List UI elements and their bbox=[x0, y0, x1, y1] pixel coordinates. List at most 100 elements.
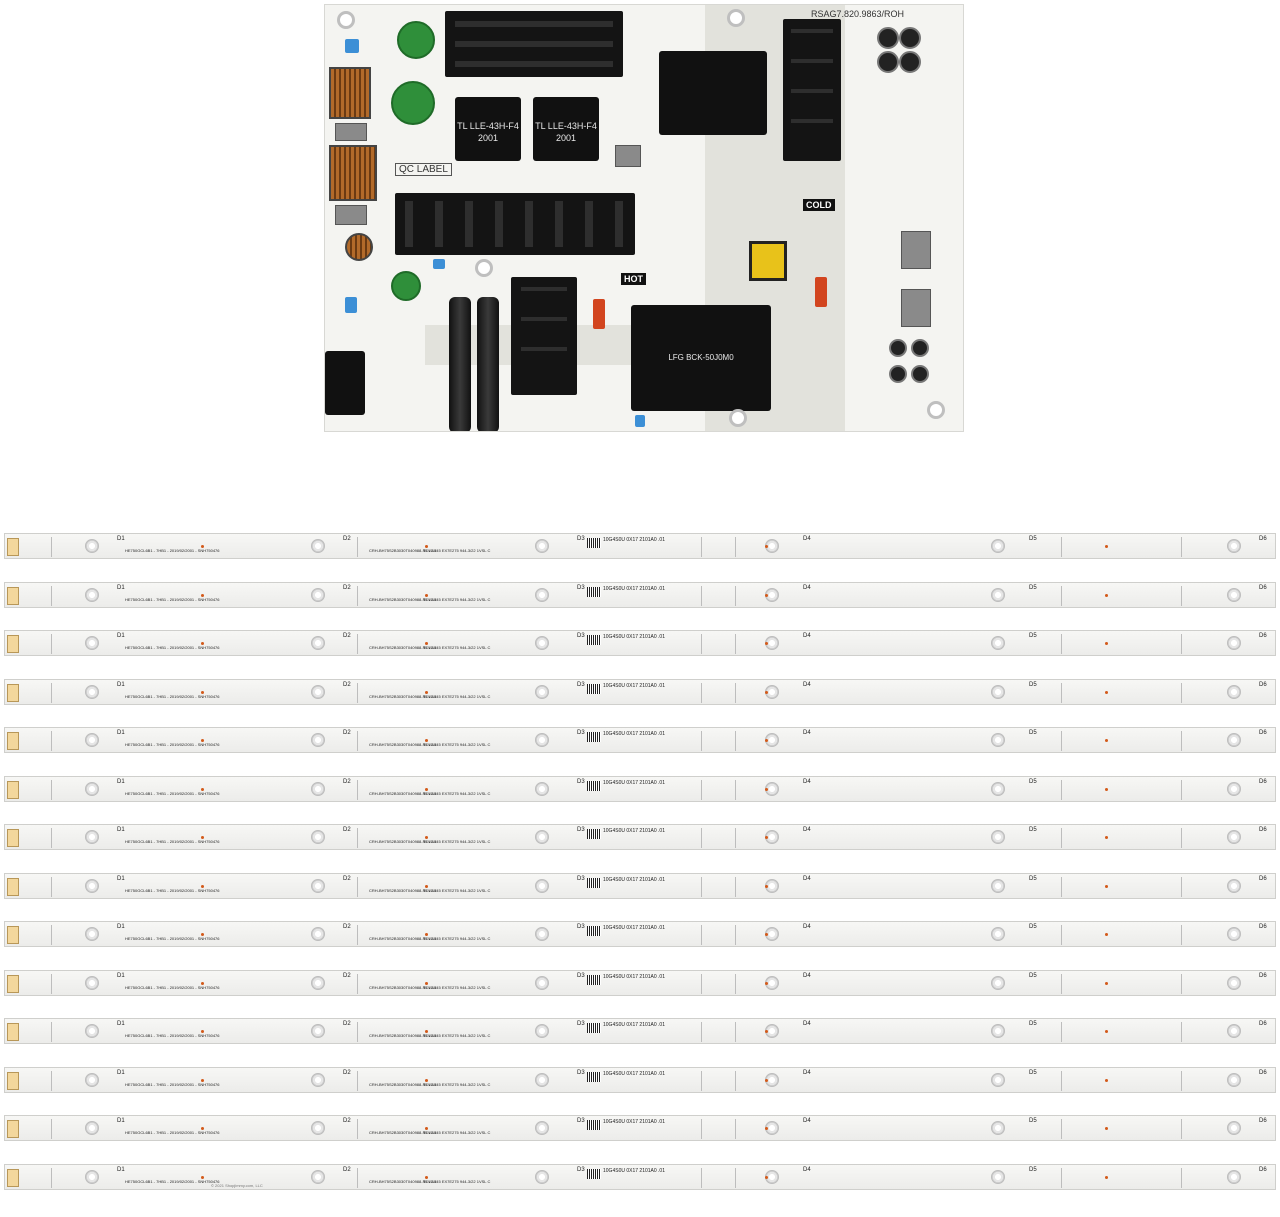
electrolytic-capacitor bbox=[477, 297, 499, 431]
led-lens bbox=[311, 975, 325, 990]
strip-print-left: HE750GCL6B1 - 7HB1 - 2019/02/2001 - SNH7… bbox=[125, 548, 220, 553]
solder-dot bbox=[201, 739, 204, 742]
strip-segment-divider bbox=[357, 973, 358, 994]
blue-capacitor bbox=[345, 297, 357, 313]
strip-stamp: 10G4S0U 0X17 2101A0 .01 bbox=[603, 634, 665, 640]
strip-segment-divider bbox=[701, 682, 702, 703]
led-lens bbox=[991, 1121, 1005, 1135]
solder-dot bbox=[765, 787, 768, 791]
strip-print-left: HE750GCL6B1 - 7HB1 - 2019/02/2001 - SNH7… bbox=[125, 887, 220, 893]
strip-segment-divider bbox=[1061, 1022, 1062, 1042]
strip-print-left: HE750GCL6B1 - 7HB1 - 2019/02/2001 - SNH7… bbox=[125, 693, 220, 699]
strip-segment-divider bbox=[735, 779, 736, 800]
led-lens bbox=[311, 781, 325, 796]
solder-dot bbox=[201, 1030, 204, 1033]
led-label: D4 bbox=[803, 778, 811, 785]
solder-dot bbox=[425, 1030, 428, 1033]
strip-segment-divider bbox=[735, 876, 736, 897]
electrolytic-capacitor bbox=[449, 297, 471, 431]
strip-stamp: 10G4S0U 0X17 2101A0 .01 bbox=[603, 1070, 665, 1077]
led-lens bbox=[311, 1121, 325, 1135]
strip-segment-divider bbox=[735, 1070, 736, 1091]
led-label: D5 bbox=[1029, 924, 1037, 930]
strip-segment-divider bbox=[735, 634, 736, 654]
solder-dot bbox=[425, 981, 428, 985]
strip-stamp: 10G4S0U 0X17 2101A0 .01 bbox=[603, 973, 665, 980]
solder-dot bbox=[201, 642, 204, 645]
led-label: D6 bbox=[1259, 633, 1267, 639]
led-lens bbox=[1227, 587, 1241, 602]
mounting-hole bbox=[729, 409, 747, 427]
led-lens bbox=[85, 733, 99, 747]
strip-segment-divider bbox=[701, 876, 702, 897]
strip-segment-divider bbox=[1181, 779, 1182, 800]
strip-stamp: 10G4S0U 0X17 2101A0 .01 bbox=[603, 779, 665, 786]
film-capacitor bbox=[593, 299, 605, 329]
strip-segment-divider bbox=[1061, 925, 1062, 945]
strip-segment-divider bbox=[735, 585, 736, 606]
watermark: © 2021 Shopjimmy.com, LLC bbox=[211, 1182, 263, 1188]
strip-segment-divider bbox=[701, 828, 702, 848]
led-label: D6 bbox=[1259, 875, 1267, 882]
led-lens bbox=[1227, 733, 1241, 747]
strip-segment-divider bbox=[51, 779, 52, 800]
led-lens bbox=[311, 1072, 325, 1087]
strip-segment-divider bbox=[701, 1119, 702, 1139]
strip-segment-divider bbox=[51, 537, 52, 557]
strip-segment-divider bbox=[51, 828, 52, 848]
small-capacitor bbox=[911, 339, 929, 357]
strip-print-mid2: TL-LAV45 EX7E275 944-3/22 1VSL C bbox=[423, 693, 491, 699]
strip-segment-divider bbox=[735, 537, 736, 557]
strip-connector bbox=[7, 1023, 19, 1041]
strip-connector bbox=[7, 635, 19, 653]
led-lens bbox=[535, 927, 549, 941]
led-label: D4 bbox=[803, 584, 811, 591]
led-label: D3 bbox=[577, 633, 585, 639]
strip-print-mid: CRH-BH75S2B3030T040988-REV1.3 bbox=[369, 984, 437, 990]
barcode bbox=[587, 974, 601, 985]
led-lens bbox=[85, 830, 99, 844]
solder-dot bbox=[425, 593, 428, 597]
strip-stamp: 10G4S0U 0X17 2101A0 .01 bbox=[603, 537, 665, 543]
transformer-large-top bbox=[659, 51, 767, 135]
strip-print-left: HE750GCL6B1 - 7HB1 - 2019/02/2001 - SNH7… bbox=[125, 790, 220, 796]
solder-dot bbox=[1105, 1030, 1108, 1033]
strip-print-left: HE750GCL6B1 - 7HB1 - 2019/02/2001 - SNH7… bbox=[125, 1130, 220, 1135]
led-lens bbox=[991, 636, 1005, 650]
barcode bbox=[587, 780, 601, 791]
common-mode-choke bbox=[329, 145, 377, 201]
ac-inlet-connector bbox=[325, 351, 365, 415]
strip-print-left: HE750GCL6B1 - 7HB1 - 2019/02/2001 - SNH7… bbox=[125, 596, 220, 602]
led-label: D2 bbox=[343, 778, 351, 785]
led-label: D3 bbox=[577, 827, 585, 833]
strip-print-mid: CRH-BH75S2B3030T040988-REV1.3 bbox=[369, 596, 437, 602]
led-lens bbox=[1227, 781, 1241, 796]
strip-segment-divider bbox=[357, 1022, 358, 1042]
led-lens bbox=[311, 636, 325, 650]
strip-print-left: HE750GCL6B1 - 7HB1 - 2019/02/2001 - SNH7… bbox=[125, 984, 220, 990]
strip-print-mid: CRH-BH75S2B3030T040988-REV1.3 bbox=[369, 548, 437, 553]
strip-segment-divider bbox=[357, 682, 358, 703]
led-label: D1 bbox=[117, 1118, 125, 1124]
strip-segment-divider bbox=[1181, 1070, 1182, 1091]
led-label: D2 bbox=[343, 1166, 351, 1173]
led-label: D5 bbox=[1029, 827, 1037, 833]
mounting-hole bbox=[475, 259, 493, 277]
strip-print-mid: CRH-BH75S2B3030T040988-REV1.3 bbox=[369, 1081, 437, 1087]
main-transformer-label: LFG BCK-50J0M0 bbox=[668, 353, 734, 362]
strip-segment-divider bbox=[1181, 973, 1182, 994]
led-label: D5 bbox=[1029, 1021, 1037, 1027]
small-capacitor bbox=[877, 27, 899, 49]
strip-segment-divider bbox=[735, 682, 736, 703]
strip-segment-divider bbox=[1061, 1167, 1062, 1188]
barcode bbox=[587, 683, 601, 694]
strip-segment-divider bbox=[701, 1167, 702, 1188]
strip-print-left: HE750GCL6B1 - 7HB1 - 2019/02/2001 - SNH7… bbox=[125, 839, 220, 844]
